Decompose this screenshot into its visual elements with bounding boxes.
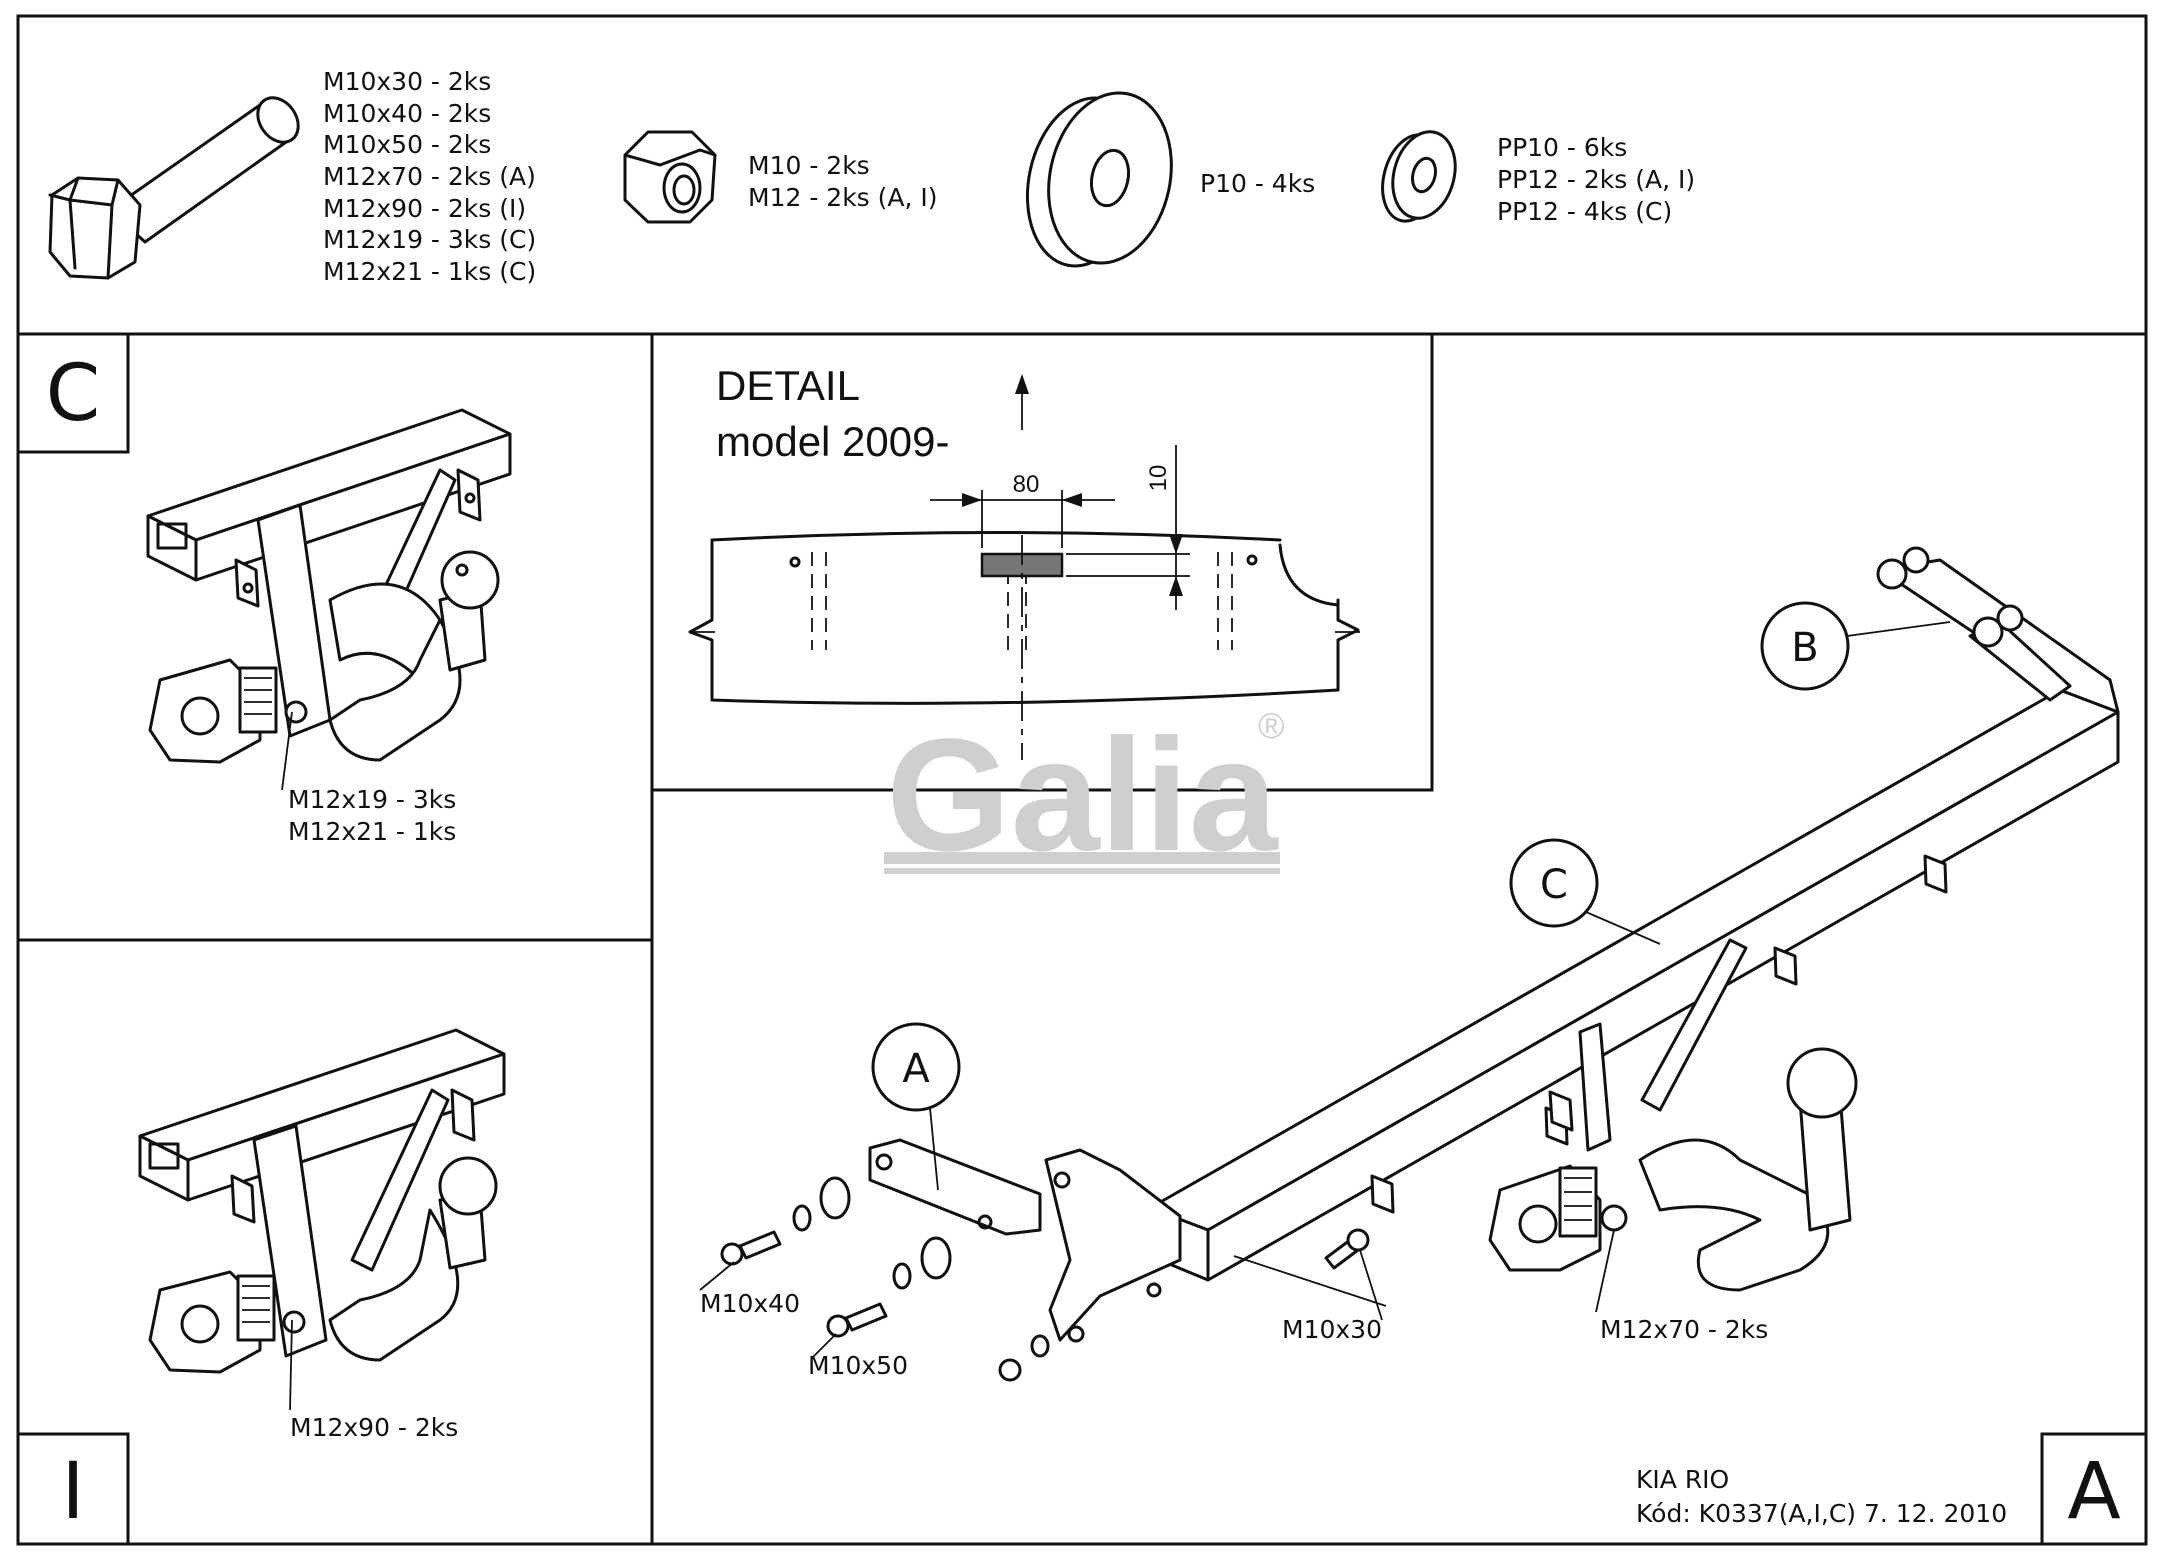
callout-b: B xyxy=(1760,601,1951,691)
m10x40-leader xyxy=(699,1261,735,1291)
nut-icon xyxy=(623,130,717,224)
m12x70-leader xyxy=(1595,1229,1615,1313)
detail-dim-height: 10 xyxy=(1145,465,1172,492)
panel-c-corner-label: C xyxy=(46,349,100,439)
detail-subtitle: model 2009- xyxy=(716,418,949,465)
small-washer-list: PP10 - 6ks PP12 - 2ks (A, I) PP12 - 4ks … xyxy=(1497,133,1695,226)
svg-text:M12x19 - 3ks: M12x19 - 3ks xyxy=(288,785,456,814)
large-washer-icon xyxy=(1025,91,1173,268)
svg-text:M10 - 2ks: M10 - 2ks xyxy=(748,151,870,180)
panel-i-corner: I xyxy=(16,1432,130,1546)
panel-a-corner: A xyxy=(2040,1432,2148,1546)
title-code: Kód: K0337(A,I,C) 7. 12. 2010 xyxy=(1636,1499,2007,1528)
svg-text:M12x21 - 1ks: M12x21 - 1ks xyxy=(288,817,456,846)
svg-text:PP12 - 4ks (C): PP12 - 4ks (C) xyxy=(1497,197,1672,226)
large-washer-label: P10 - 4ks xyxy=(1200,169,1315,198)
svg-text:M10x40 - 2ks: M10x40 - 2ks xyxy=(323,99,491,128)
nut-list: M10 - 2ks M12 - 2ks (A, I) xyxy=(748,151,938,212)
svg-text:M12x19 - 3ks (C): M12x19 - 3ks (C) xyxy=(323,225,536,254)
detail-dim-width: 80 xyxy=(1013,471,1040,498)
panel-i-corner-label: I xyxy=(61,1447,84,1537)
svg-text:M12x70 - 2ks (A): M12x70 - 2ks (A) xyxy=(323,162,536,191)
detail-section-drawing xyxy=(688,374,1360,760)
callout-a-label: A xyxy=(902,1046,930,1092)
svg-text:M12x90 - 2ks (I): M12x90 - 2ks (I) xyxy=(323,194,526,223)
panel-i-label: M12x90 - 2ks xyxy=(290,1413,458,1442)
bolt-icon xyxy=(48,96,300,280)
panel-a-corner-label: A xyxy=(2067,1447,2120,1537)
panel-c-towbar-illustration xyxy=(146,408,512,764)
bolt-list: M10x30 - 2ks M10x40 - 2ks M10x50 - 2ks M… xyxy=(323,67,536,286)
small-washer-icon xyxy=(1381,130,1457,223)
svg-text:PP10 - 6ks: PP10 - 6ks xyxy=(1497,133,1627,162)
detail-frame xyxy=(650,332,1434,792)
svg-text:M12 - 2ks (A, I): M12 - 2ks (A, I) xyxy=(748,183,938,212)
callout-b-label: B xyxy=(1791,625,1818,671)
m10x30-bolt-leader xyxy=(1359,1249,1383,1321)
svg-text:M10x50 - 2ks: M10x50 - 2ks xyxy=(323,130,491,159)
svg-text:PP12 - 2ks (A, I): PP12 - 2ks (A, I) xyxy=(1497,165,1695,194)
svg-text:M10x30 - 2ks: M10x30 - 2ks xyxy=(323,67,491,96)
callout-c-label: C xyxy=(1540,862,1568,908)
main-towbar-illustration xyxy=(720,546,2120,1382)
panel-i-leader xyxy=(289,1319,293,1411)
panel-i-towbar-illustration xyxy=(138,1028,506,1374)
galia-watermark: Galia ® xyxy=(884,705,1285,884)
callout-c: C xyxy=(1509,838,1661,945)
outer-frame xyxy=(16,14,2148,1546)
svg-text:M12x21 - 1ks (C): M12x21 - 1ks (C) xyxy=(323,257,536,286)
m10x30-label: M10x30 xyxy=(1282,1315,1382,1344)
panel-c-leader xyxy=(281,711,293,791)
title-model: KIA RIO xyxy=(1636,1465,1729,1494)
panel-c-labels: M12x19 - 3ks M12x21 - 1ks xyxy=(288,785,456,846)
panel-c-corner: C xyxy=(16,332,130,454)
m12x70-label: M12x70 - 2ks xyxy=(1600,1315,1768,1344)
galia-watermark-mark: ® xyxy=(1258,705,1285,746)
detail-title: DETAIL xyxy=(716,362,860,409)
m10x30-leader xyxy=(1233,1255,1387,1307)
callout-a: A xyxy=(871,1022,961,1191)
m10x50-label: M10x50 xyxy=(808,1351,908,1380)
m10x40-label: M10x40 xyxy=(700,1289,800,1318)
m10x50-leader xyxy=(811,1333,837,1359)
